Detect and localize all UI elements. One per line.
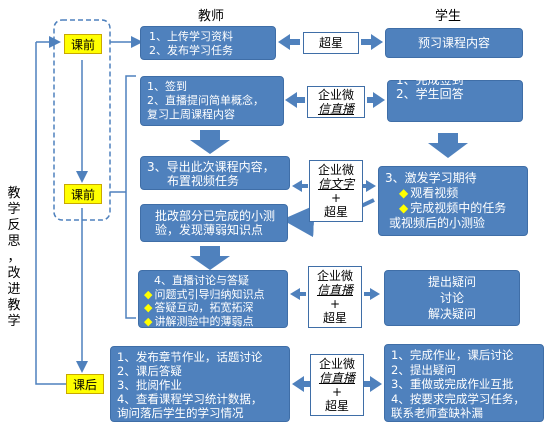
teacher-box-row6: 1、发布章节作业，话题讨论 2、课后答疑 3、批阅作业 4、查看课程学习统计数据… — [110, 346, 290, 422]
down-arrow-teacher-1 — [190, 130, 230, 154]
student-box-row5: 提出疑问 讨论 解决疑问 — [384, 270, 520, 326]
bullet-icon: ◆ — [144, 287, 153, 301]
bullet-icon: ◆ — [144, 314, 153, 328]
platform-box-row1: 超星 — [303, 32, 359, 54]
student-column-header: 学生 — [435, 9, 462, 24]
row1-arrow-right — [361, 34, 383, 50]
teacher-box-row5: 4、直播讨论与答疑 ◆问题式引导归纳知识点 ◆答疑互动，拓宽拓深 ◆讲解测验中的… — [138, 270, 288, 328]
phase-in-class: 课前 — [64, 184, 102, 204]
side-reflection-text: 教学反 思，改 进教学 — [7, 186, 21, 329]
bullet-icon: ◆ — [144, 301, 153, 314]
phase-pre-class: 课前 — [64, 34, 102, 54]
teacher-box-row3: 3、导出此次课程内容， 布置视频任务 — [140, 156, 290, 190]
student-box-row3: 3、激发学习期待 ◆观看视频 ◆完成视频中的任务 或视频后的小测验 — [378, 166, 528, 236]
platform-box-row2: 企业微 信直播 — [307, 86, 365, 118]
bullet-icon: ◆ — [399, 186, 409, 200]
student-box-row6: 1、完成作业，课后讨论 2、提出疑问 3、重做或完成作业互批 4、按要求完成学习… — [384, 344, 544, 422]
down-arrow-student-1 — [428, 133, 468, 158]
bullet-icon: ◆ — [399, 201, 409, 215]
in-class-bracket — [125, 75, 136, 319]
phase-post-class: 课后 — [66, 374, 104, 394]
teacher-box-row4: 批改部分已完成的小测 验，发现薄弱知识点 — [140, 204, 288, 242]
student-box-row1: 预习课程内容 — [385, 28, 523, 58]
teacher-box-row2: 1、签到 2、直播提问简单概念， 复习上周课程内容 — [140, 76, 284, 126]
row1-arrow-left — [278, 34, 300, 50]
platform-box-row3: 企业微 信文字 + 超星 — [309, 160, 363, 222]
feedback-loop — [35, 120, 66, 385]
platform-box-row6: 企业微 信直播 + 超星 — [310, 354, 364, 416]
student-box-row2: 1、完成签到 2、学生回答 — [387, 73, 523, 122]
teacher-box-row1: 1、上传学习资料 2、发布学习任务 — [140, 26, 276, 60]
platform-box-row5: 企业微 信直播 + 超星 — [308, 266, 362, 328]
teacher-column-header: 教师 — [198, 9, 225, 24]
down-arrow-teacher-2 — [190, 246, 230, 270]
